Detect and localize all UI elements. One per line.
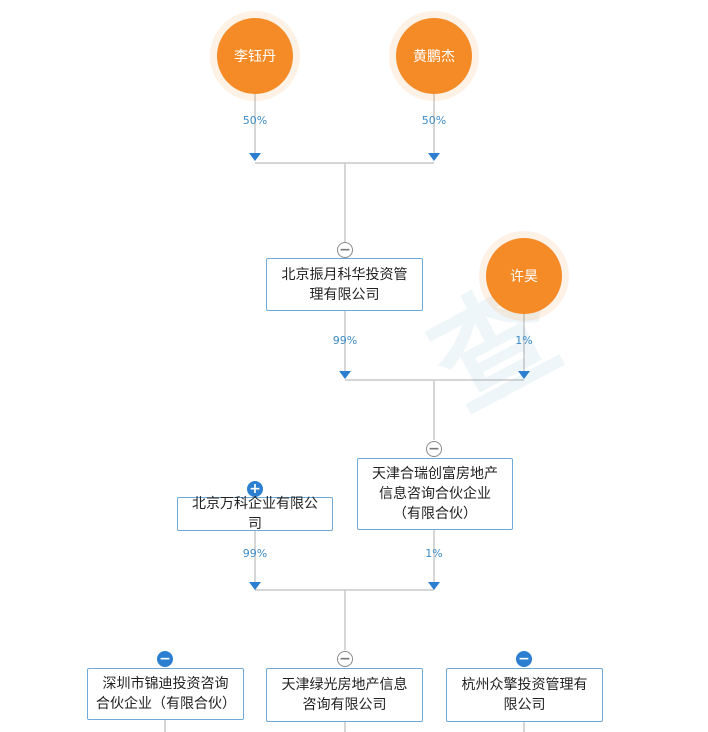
- arrow-down-icon: [428, 153, 440, 161]
- collapse-toggle-icon[interactable]: −: [337, 242, 353, 258]
- arrow-down-icon: [249, 582, 261, 590]
- collapse-toggle-icon[interactable]: −: [337, 651, 353, 667]
- company-box-beijing-vanke[interactable]: 北京万科企业有限公司: [177, 496, 333, 532]
- arrow-down-icon: [339, 371, 351, 379]
- company-box-shenzhen-jindi[interactable]: 深圳市锦迪投资咨询合伙企业（有限合伙）: [87, 668, 244, 720]
- shareholder-person-xu-hao[interactable]: 许昊: [486, 238, 562, 314]
- collapse-toggle-icon[interactable]: −: [426, 441, 442, 457]
- share-percent: 50%: [421, 114, 447, 127]
- share-percent: 1%: [515, 334, 533, 347]
- company-box-tianjin-lvguang[interactable]: 天津绿光房地产信息咨询有限公司: [266, 668, 423, 722]
- shareholder-person-huang-pengjie[interactable]: 黄鹏杰: [396, 18, 472, 94]
- company-box-hangzhou-zhongqing[interactable]: 杭州众擎投资管理有限公司: [446, 668, 603, 722]
- share-percent: 99%: [242, 547, 268, 560]
- collapse-toggle-icon[interactable]: −: [516, 651, 532, 667]
- share-percent: 1%: [425, 547, 443, 560]
- company-box-beijing-zhenyue[interactable]: 北京振月科华投资管理有限公司: [266, 258, 423, 311]
- arrow-down-icon: [518, 371, 530, 379]
- share-percent: 99%: [332, 334, 358, 347]
- arrow-down-icon: [249, 153, 261, 161]
- collapse-toggle-icon[interactable]: −: [157, 651, 173, 667]
- arrow-down-icon: [428, 582, 440, 590]
- share-percent: 50%: [242, 114, 268, 127]
- shareholder-person-li-yudan[interactable]: 李钰丹: [217, 18, 293, 94]
- company-box-tianjin-herui[interactable]: 天津合瑞创富房地产信息咨询合伙企业（有限合伙）: [357, 458, 513, 530]
- expand-toggle-icon[interactable]: +: [247, 481, 263, 497]
